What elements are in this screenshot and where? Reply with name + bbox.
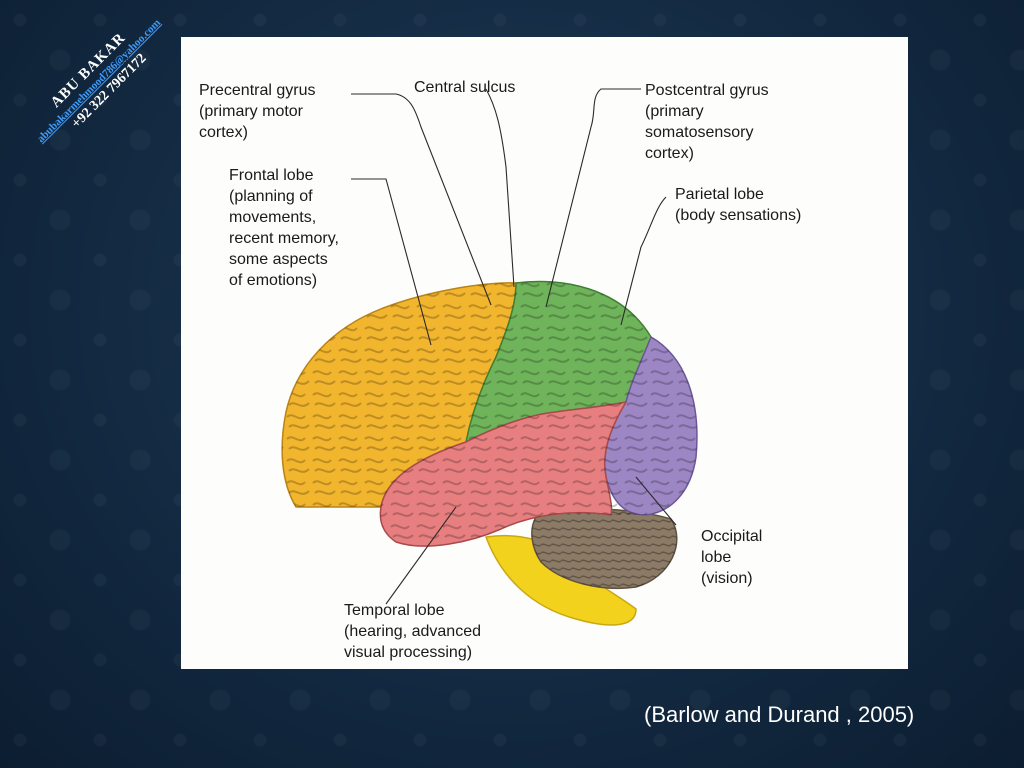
label-frontal-lobe: Frontal lobe (planning of movements, rec… — [229, 165, 339, 291]
brain-diagram: Precentral gyrus (primary motor cortex) … — [181, 37, 908, 669]
label-occipital-lobe: Occipital lobe (vision) — [701, 526, 762, 589]
label-temporal-lobe: Temporal lobe (hearing, advanced visual … — [344, 600, 481, 663]
label-precentral-gyrus: Precentral gyrus (primary motor cortex) — [199, 80, 316, 143]
citation-text: (Barlow and Durand , 2005) — [644, 702, 914, 728]
label-parietal-lobe: Parietal lobe (body sensations) — [675, 184, 801, 226]
label-central-sulcus: Central sulcus — [414, 77, 515, 98]
label-postcentral-gyrus: Postcentral gyrus (primary somatosensory… — [645, 80, 769, 164]
